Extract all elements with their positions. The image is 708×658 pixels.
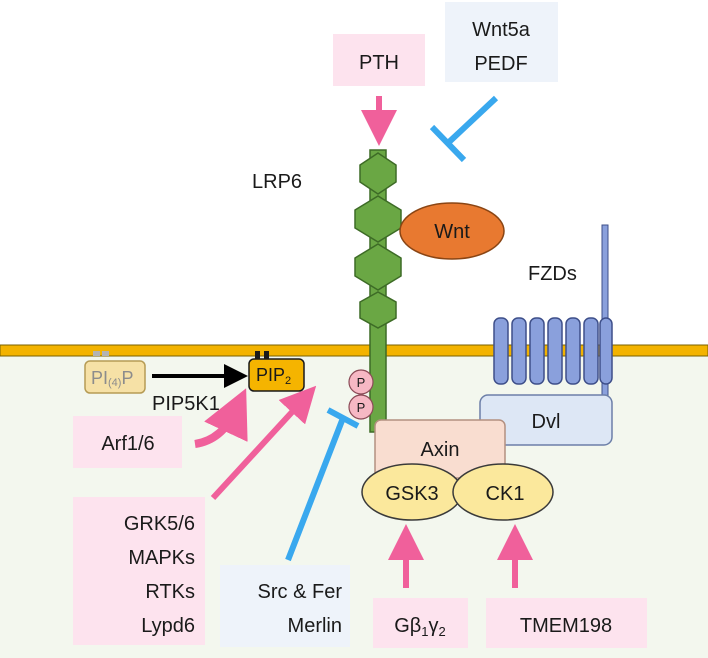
grk-line-4: Lypd6 [141,615,195,637]
wnt5a-inhibition-bar [429,95,499,163]
svg-text:PIP2: PIP2 [256,365,291,387]
gbg-sub1: 1 [421,624,428,639]
grk-activation-arrow [210,385,317,501]
tmem-box [486,598,647,648]
pi4p-label-end: P [121,368,133,388]
pi4p-subscript: (4) [108,377,121,389]
fzds-label: FZDs [528,263,577,285]
svg-text:PI(4)P: PI(4)P [91,368,133,389]
gsk3-label: GSK3 [385,483,438,505]
ck1-ellipse [452,463,554,521]
tmem-label: TMEM198 [520,615,612,637]
ck1-label: CK1 [486,483,525,505]
gbg-mid: γ [429,615,439,637]
grk-line-2: MAPKs [128,547,195,569]
lrp6-label: LRP6 [252,171,302,193]
pip2-label: PIP [256,365,285,385]
dvl-label: Dvl [532,411,561,433]
lrp6-propeller-domains [354,152,402,329]
arf-activation-arrow [194,388,248,448]
src-box [220,565,350,647]
arf-label: Arf1/6 [101,433,154,455]
gbg-base: Gβ [394,615,421,637]
pth-label: PTH [359,52,399,74]
grk-box [73,497,205,645]
wnt5a-line-1: Wnt5a [472,19,531,41]
pip2-node: PIP2 [248,351,305,392]
pip5k1-label: PIP5K1 [152,393,220,415]
src-line-2: Merlin [288,615,342,637]
gbg-label: Gβ1γ2 [394,615,446,639]
fzd-transmembrane-helices [493,317,613,385]
src-line-1: Src & Fer [258,581,343,603]
grk-line-1: GRK5/6 [124,513,195,535]
gbg-sub2: 2 [439,624,446,639]
pi4p-node: PI(4)P [84,351,146,394]
phospho-site-1 [348,369,374,395]
grk-line-3: RTKs [145,581,195,603]
axin-label: Axin [421,439,460,461]
wnt5a-line-2: PEDF [474,53,527,75]
wnt5a-box [445,2,558,82]
pth-box [333,34,425,86]
pip2-subscript: 2 [285,375,291,387]
arf-box [73,416,182,468]
src-inhibition-bar [285,407,360,562]
gbg-box [373,598,468,648]
wnt-ligand [399,202,505,260]
wnt-label: Wnt [434,221,470,243]
plasma-membrane [0,344,708,357]
phospho-label-2: P [357,400,366,415]
phospho-site-2 [348,394,374,420]
phospho-label-1: P [357,375,366,390]
pi4p-label: PI [91,368,108,388]
